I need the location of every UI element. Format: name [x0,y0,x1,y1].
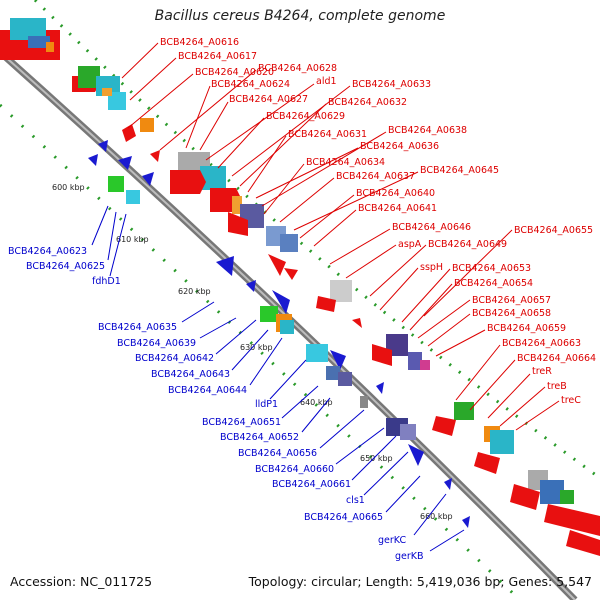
gene-label[interactable]: treC [561,395,581,406]
gene-label[interactable]: BCB4264_A0636 [360,141,439,152]
gene-label[interactable]: BCB4264_A0624 [211,79,290,90]
gene-label[interactable]: BCB4264_A0658 [472,308,551,319]
gene-label[interactable]: BCB4264_A0632 [328,97,407,108]
tick-label: 620 kbp [178,287,211,296]
gc-track-inner [0,103,522,600]
gene-label[interactable]: BCB4264_A0663 [502,338,581,349]
gene-label[interactable]: BCB4264_A0625 [26,261,105,272]
gene-label[interactable]: BCB4264_A0627 [229,94,308,105]
forward-gene-labels: BCB4264_A0616 BCB4264_A0617 BCB4264_A062… [121,37,596,431]
gene-label[interactable]: BCB4264_A0655 [514,225,593,236]
gene-label[interactable]: BCB4264_A0631 [288,129,367,140]
tick-label: 610 kbp [116,235,149,244]
gene-label[interactable]: BCB4264_A0657 [472,295,551,306]
gene-label[interactable]: BCB4264_A0628 [258,63,337,74]
genome-summary-label: Topology: circular; Length: 5,419,036 bp… [248,574,592,589]
gene-label[interactable]: BCB4264_A0661 [272,479,351,490]
gene-label[interactable]: BCB4264_A0633 [352,79,431,90]
gene-label[interactable]: BCB4264_A0623 [8,246,87,257]
gene-label[interactable]: BCB4264_A0664 [517,353,596,364]
gene-label[interactable]: BCB4264_A0640 [356,188,435,199]
reverse-strand-features [88,140,470,528]
tick-label: 640 kbp [300,398,333,407]
gene-label[interactable]: BCB4264_A0642 [135,353,214,364]
gene-label[interactable]: BCB4264_A0653 [452,263,531,274]
gene-label[interactable]: BCB4264_A0654 [454,278,533,289]
gene-label[interactable]: BCB4264_A0644 [168,385,247,396]
gene-label[interactable]: BCB4264_A0635 [98,322,177,333]
gene-label[interactable]: BCB4264_A0634 [306,157,385,168]
gene-label[interactable]: BCB4264_A0620 [195,67,274,78]
reverse-gene-labels: BCB4264_A0623 BCB4264_A0625 fdhD1 BCB426… [8,205,465,562]
gene-label[interactable]: BCB4264_A0638 [388,125,467,136]
gene-label[interactable]: BCB4264_A0641 [358,203,437,214]
gene-label[interactable]: BCB4264_A0665 [304,512,383,523]
gene-label[interactable]: sspH [420,262,443,273]
gene-label[interactable]: BCB4264_A0646 [392,222,471,233]
gene-label[interactable]: aspA [398,239,422,250]
gene-label[interactable]: gerKB [395,551,424,562]
gene-label[interactable]: BCB4264_A0637 [336,171,415,182]
gene-label[interactable]: gerKC [378,535,406,546]
tick-label: 650 kbp [360,454,393,463]
gene-label[interactable]: treB [547,381,567,392]
gene-label[interactable]: cls1 [346,495,365,506]
gene-label[interactable]: ald1 [316,76,337,87]
gene-label[interactable]: BCB4264_A0656 [238,448,317,459]
gene-label[interactable]: BCB4264_A0616 [160,37,239,48]
tick-label: 660 kbp [420,512,453,521]
gene-label[interactable]: BCB4264_A0649 [428,239,507,250]
gene-label[interactable]: BCB4264_A0652 [220,432,299,443]
map-title: Bacillus cereus B4264, complete genome [154,8,446,24]
gene-label[interactable]: BCB4264_A0643 [151,369,230,380]
tick-label: 600 kbp [52,183,85,192]
gene-label[interactable]: BCB4264_A0639 [117,338,196,349]
gene-label[interactable]: BCB4264_A0645 [420,165,499,176]
tick-label: 630 kbp [240,343,273,352]
gene-label[interactable]: BCB4264_A0660 [255,464,334,475]
accession-label: Accession: NC_011725 [10,574,153,589]
gene-label[interactable]: BCB4264_A0659 [487,323,566,334]
gene-label[interactable]: lldP1 [255,399,278,410]
forward-strand-features [0,18,600,556]
scale-ticks: 600 kbp 610 kbp 620 kbp 630 kbp 640 kbp … [52,183,453,521]
gene-label[interactable]: fdhD1 [92,276,121,287]
gene-label[interactable]: treR [532,366,552,377]
gene-label[interactable]: BCB4264_A0629 [266,111,345,122]
gene-label[interactable]: BCB4264_A0617 [178,51,257,62]
gene-label[interactable]: BCB4264_A0651 [202,417,281,428]
